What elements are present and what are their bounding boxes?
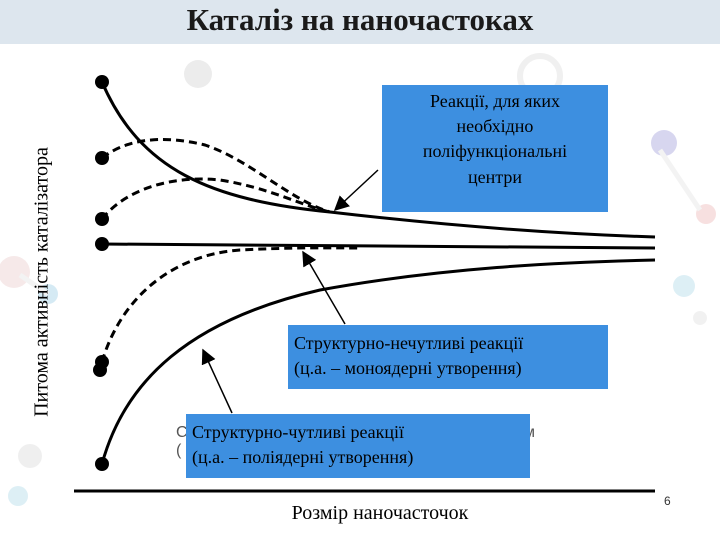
callout-line: необхідно xyxy=(456,116,534,137)
x-axis-label: Розмір наночасточок xyxy=(291,502,469,524)
callout-line: Реакції, для яких xyxy=(430,91,560,111)
curve-dashed-middle-start xyxy=(95,212,109,226)
curve-flat xyxy=(101,242,656,250)
partially-hidden-text-paren: ( xyxy=(176,442,182,459)
arrow-polyfunctional xyxy=(333,169,379,212)
curve-dashed-upper xyxy=(101,138,331,214)
arrow-insensitive xyxy=(302,250,346,325)
callout-line: поліфункціональні xyxy=(422,141,568,162)
curve-decreasing xyxy=(100,81,656,239)
curve-dashed-lower xyxy=(100,246,361,363)
callout-line: Структурно-нечутливі реакції xyxy=(294,333,524,353)
partially-hidden-text-left: С xyxy=(176,424,188,441)
callout-polyfunctional: Реакції, для яких необхідно поліфункціон… xyxy=(382,85,608,212)
slide-title: Каталіз на наночастоках xyxy=(186,2,534,37)
curve-increasing-start xyxy=(93,363,107,377)
curve-decreasing-start xyxy=(95,75,109,89)
curve-increasing xyxy=(100,258,656,465)
title-bar xyxy=(0,0,720,44)
callout-line: Структурно-чутливі реакції xyxy=(192,422,405,442)
curve-dashed-middle xyxy=(100,177,331,220)
callout-line: (ц.а. – поліядерні утворення) xyxy=(192,447,414,468)
curve-increasing-origin xyxy=(95,457,109,471)
callout-line: (ц.а. – моноядерні утворення) xyxy=(294,358,522,379)
curve-flat-start xyxy=(95,237,109,251)
curve-dashed-upper-start xyxy=(95,151,109,165)
page-number: 6 xyxy=(664,494,671,508)
arrow-sensitive xyxy=(201,348,233,414)
callout-structure-insensitive: Структурно-нечутливі реакції (ц.а. – мон… xyxy=(288,325,608,389)
callout-line: центри xyxy=(468,166,522,187)
callout-structure-sensitive: Структурно-чутливі реакції (ц.а. – полія… xyxy=(186,414,530,478)
